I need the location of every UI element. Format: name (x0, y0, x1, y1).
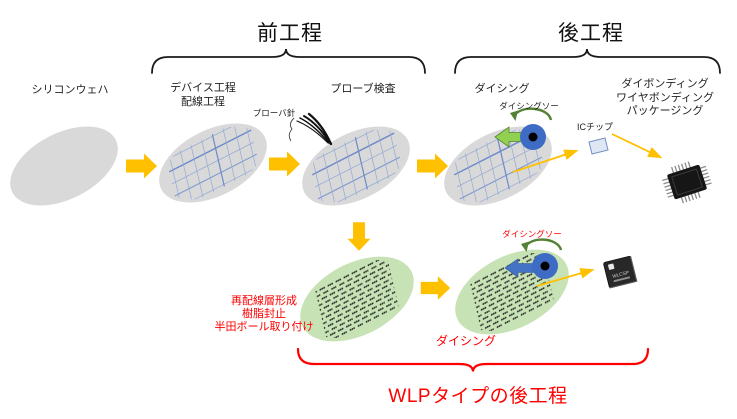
wlp-dicing-label: ダイシング (435, 334, 497, 348)
process-arrow-1-icon (126, 153, 157, 179)
process-arrow-3-icon (417, 153, 448, 179)
front-process-brace (151, 48, 426, 74)
stage-label-back-end: ダイボンディング ワイヤボンディング パッケージング (616, 78, 714, 119)
ic-chip-label: ICチップ (576, 122, 614, 132)
patterned-wafer-dicing (431, 110, 564, 221)
stage-label-probe-inspection: プローブ検査 (330, 83, 396, 95)
silicon-wafer (10, 126, 118, 206)
stage-label-back-end-line3: パッケージング (626, 105, 704, 117)
patterned-wafer-device (146, 107, 279, 218)
stage-label-dicing: ダイシング (474, 83, 530, 95)
qfp-package-icon (662, 161, 712, 204)
prober-needles-icon (296, 112, 333, 146)
ic-chip-icon (588, 137, 609, 155)
thin-arrow-to-package (611, 133, 663, 159)
stage-label-back-end-line2: ワイヤボンディング (616, 91, 714, 104)
stage-label-device-process-line2: 配線工程 (180, 95, 225, 108)
process-arrow-wlp-icon (420, 276, 451, 300)
dicing-saw-bottom-icon (504, 238, 563, 279)
back-process-brace (454, 48, 721, 74)
wlp-steps-line1: 再配線層形成 (231, 295, 297, 307)
process-arrow-2-icon (269, 151, 300, 177)
stage-label-back-end-line1: ダイボンディング (621, 78, 709, 90)
prober-needle-label: プローバ針 (252, 108, 296, 118)
thin-arrow-to-wlcsp (536, 268, 595, 287)
thin-arrow-to-chip (512, 149, 579, 173)
wlp-steps-line3: 半田ボール取り付け (214, 321, 314, 333)
wlp-steps-line2: 樹脂封止 (242, 308, 286, 320)
wlp-footer-brace (296, 347, 650, 372)
back-process-title: 後工程 (558, 22, 624, 45)
stage-label-silicon-wafer: シリコンウェハ (31, 84, 109, 96)
dicing-saw-top-icon (494, 107, 553, 150)
wlcsp-package-icon: WLCSP (603, 255, 638, 289)
wlp-footer-title: WLPタイプの後工程 (388, 386, 568, 407)
wlcsp-marking-text: WLCSP (612, 270, 630, 280)
prober-needle-bracket-icon (288, 117, 295, 142)
stage-label-device-process: デバイス工程 配線工程 (170, 82, 236, 109)
dicing-saw-top-label: ダイシングソー (499, 101, 559, 111)
process-arrow-down-icon (347, 222, 371, 251)
dicing-saw-bottom-label: ダイシングソー (502, 229, 562, 239)
stage-label-device-process-line1: デバイス工程 (170, 82, 236, 94)
wlp-steps-label: 再配線層形成 樹脂封止 半田ボール取り付け (215, 295, 314, 334)
front-process-title: 前工程 (257, 22, 323, 45)
